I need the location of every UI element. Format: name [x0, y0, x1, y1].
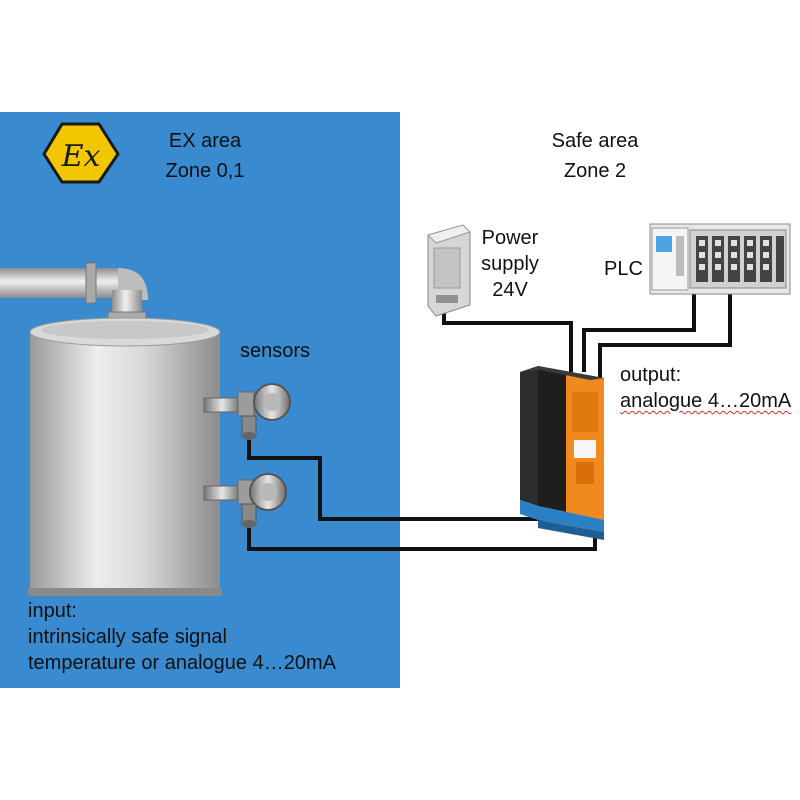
plc-label: PLC: [604, 258, 643, 280]
ex-logo-icon: Ex: [42, 122, 120, 184]
pipe: [0, 262, 148, 323]
safe-area-title: Safe area: [551, 130, 639, 152]
signal-isolator-module: [520, 366, 604, 540]
safe-area-zone: Zone 2: [563, 160, 627, 182]
plc-wire-2: [598, 285, 732, 380]
input-label-line2: intrinsically safe signal: [28, 626, 227, 648]
power-supply-wire: [442, 312, 573, 372]
output-label-line2: analogue 4…20mA: [620, 390, 792, 412]
sensor-top-wire: [247, 440, 556, 521]
power-supply-label-line1: Power: [481, 227, 539, 249]
plc-wire-1: [582, 290, 696, 372]
ex-logo-text: Ex: [61, 139, 101, 174]
output-label: output: analogue 4…20mA: [620, 362, 791, 414]
power-supply-label-line3: 24V: [492, 279, 528, 301]
sensors-label: sensors: [240, 340, 311, 362]
ex-area-zone: Zone 0,1: [165, 160, 245, 182]
power-supply-label: Power supply 24V: [465, 225, 555, 303]
sensor-bottom-wire: [247, 528, 597, 551]
tank: [28, 317, 222, 596]
power-supply-label-line2: supply: [481, 253, 539, 275]
input-label-line1: input:: [28, 600, 77, 622]
sensor-top: [203, 383, 291, 440]
output-label-line1: output:: [620, 364, 682, 386]
ex-area-title: EX area: [168, 130, 242, 152]
wiring: [247, 285, 732, 551]
sensor-bottom: [203, 473, 287, 528]
plc-unit: [649, 223, 791, 295]
input-label-line3: temperature or analogue 4…20mA: [28, 652, 336, 674]
input-label: input: intrinsically safe signal tempera…: [28, 598, 336, 676]
power-supply-unit: [427, 224, 471, 317]
